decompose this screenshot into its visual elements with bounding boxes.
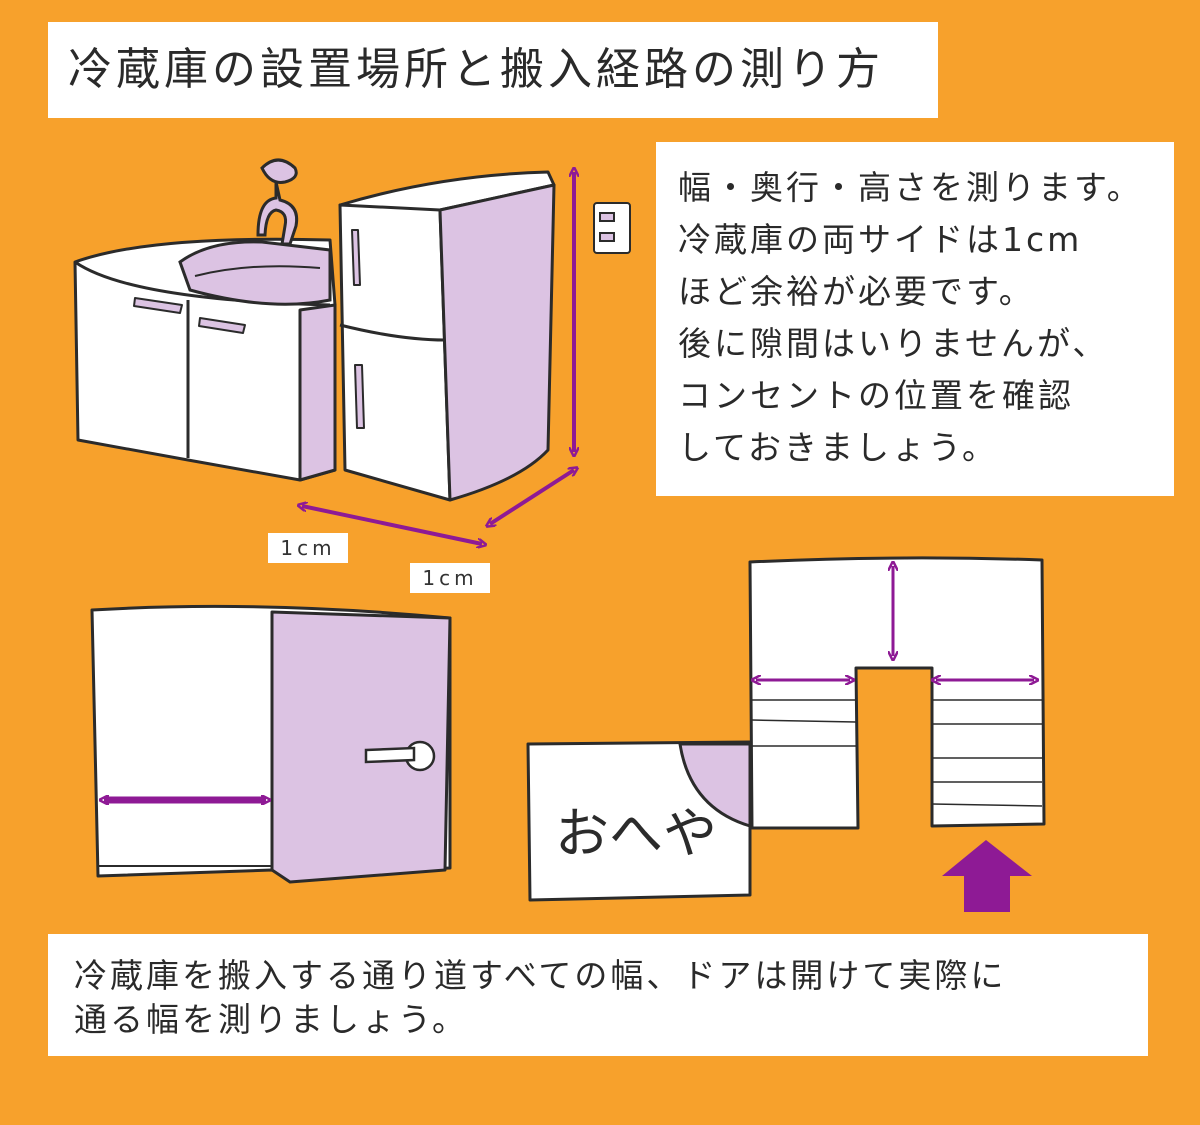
faucet xyxy=(256,158,299,246)
info-line: ほど余裕が必要です。 xyxy=(678,272,1035,311)
room-label: おへや xyxy=(555,802,717,865)
hallway xyxy=(748,556,1046,830)
room xyxy=(526,740,752,902)
clearance-label-2: 1cm xyxy=(410,563,490,593)
info-line: コンセントの位置を確認 xyxy=(678,376,1074,415)
sink-basin xyxy=(178,240,332,306)
bottom-line: 冷蔵庫を搬入する通り道すべての幅、ドアは開けて実際に xyxy=(74,956,1007,995)
outlet-icon xyxy=(593,202,631,254)
refrigerator xyxy=(338,170,556,502)
door xyxy=(90,604,452,884)
door-knob-icon xyxy=(364,740,436,772)
info-box: 幅・奥行・高さを測ります。 冷蔵庫の両サイドは1cm ほど余裕が必要です。 後に… xyxy=(656,142,1174,496)
info-line: 後に隙間はいりませんが、 xyxy=(678,324,1109,363)
bottom-box: 冷蔵庫を搬入する通り道すべての幅、ドアは開けて実際に 通る幅を測りましょう。 xyxy=(48,934,1148,1056)
title-box: 冷蔵庫の設置場所と搬入経路の測り方 xyxy=(48,22,938,118)
entry-arrow-icon xyxy=(942,840,1032,912)
side-clearance-arrow xyxy=(302,506,482,544)
info-line: 幅・奥行・高さを測ります。 xyxy=(678,168,1143,207)
info-line: しておきましょう。 xyxy=(678,428,999,467)
info-line: 冷蔵庫の両サイドは1cm xyxy=(678,220,1083,259)
clearance-label-1: 1cm xyxy=(268,533,348,563)
page-title: 冷蔵庫の設置場所と搬入経路の測り方 xyxy=(68,44,884,95)
bottom-line: 通る幅を測りましょう。 xyxy=(74,1000,469,1039)
depth-arrow xyxy=(490,470,574,524)
